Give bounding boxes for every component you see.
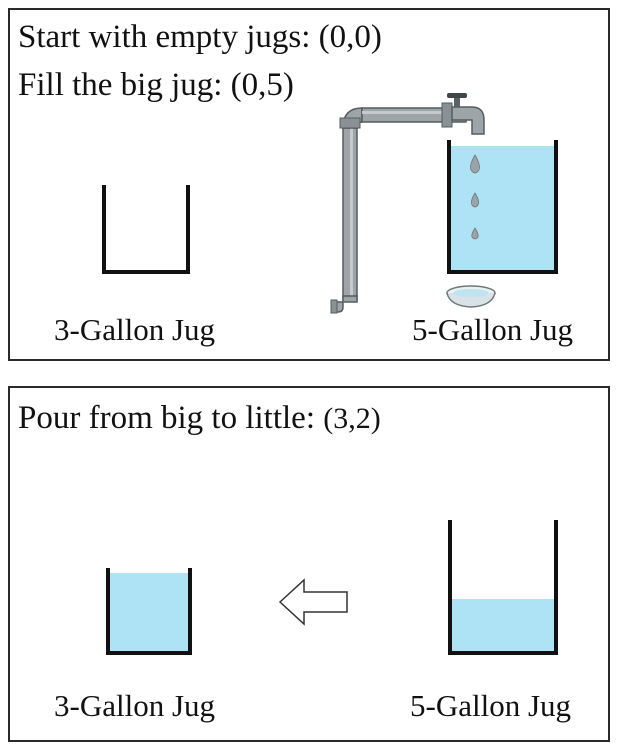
small-jug-label: 3-Gallon Jug (54, 688, 216, 723)
big-jug-label: 5-Gallon Jug (410, 688, 572, 723)
faucet-pipe-icon (330, 93, 485, 314)
bowl-icon (446, 285, 496, 308)
water-drop-icon (470, 154, 480, 240)
panel-pour-big-to-little: Pour from big to little: (3,2) 3-Gallon … (8, 386, 610, 742)
small-jug-label: 3-Gallon Jug (54, 312, 216, 347)
small-jug-empty (102, 185, 190, 274)
big-jug-label: 5-Gallon Jug (412, 312, 574, 347)
step-start-text: Start with empty jugs: (0,0) (18, 19, 382, 55)
step-fill-text: Fill the big jug: (0,5) (18, 67, 294, 103)
small-jug-full (106, 568, 192, 655)
left-arrow-icon (278, 578, 348, 626)
big-jug-full (447, 140, 558, 274)
panel2-illustration (106, 520, 558, 655)
panel1-illustration (102, 93, 558, 314)
step-pour-caption: Pour from big to little: (18, 400, 315, 436)
step-pour-text: Pour from big to little: (3,2) (18, 398, 381, 439)
step-pour-state: (3,2) (323, 402, 381, 435)
big-jug-partial (448, 520, 558, 655)
panel-fill-big-jug: Start with empty jugs: (0,0) Fill the bi… (8, 8, 610, 361)
